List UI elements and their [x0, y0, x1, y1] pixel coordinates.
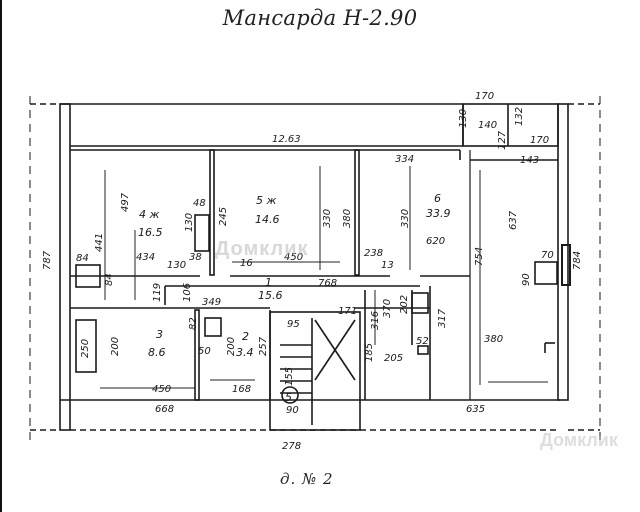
dim-label: 168 — [232, 384, 251, 395]
dim-label: 200 — [226, 337, 237, 356]
dim-label: 185 — [364, 343, 375, 362]
plan-title: Мансарда Н-2.90 — [222, 6, 418, 30]
dim-label: 82 — [188, 317, 199, 330]
dim-label: 13 — [381, 260, 394, 271]
dim-label: 12.63 — [272, 134, 301, 145]
dim-label: 784 — [572, 251, 583, 270]
dim-label: 90 — [521, 273, 532, 286]
wall-5-6 — [354, 149, 360, 276]
dim-label: 84 — [104, 273, 115, 286]
dim-label: 330 — [322, 209, 333, 228]
room-5-number: 5 ж — [256, 194, 276, 207]
dim-label: 132 — [514, 107, 525, 126]
dim-label: 140 — [478, 120, 497, 131]
wall-3-2 — [194, 309, 200, 401]
stair-number: 5 — [285, 391, 292, 404]
plan-footer: д. № 2 — [280, 470, 334, 488]
dim-label: 16 — [240, 258, 253, 269]
room-2-number: 2 — [242, 330, 249, 343]
dim-label: 50 — [198, 346, 211, 357]
dim-label: 48 — [193, 198, 206, 209]
dim-label: 317 — [437, 308, 448, 328]
dim-label: 754 — [474, 247, 485, 266]
dim-label: 245 — [218, 207, 229, 226]
dim-label: 380 — [342, 209, 353, 228]
dim-label: 238 — [364, 248, 383, 259]
dim-label: 143 — [520, 155, 539, 166]
room-6-number: 6 — [434, 192, 441, 205]
watermark-logo: Домклик — [540, 430, 618, 450]
dim-label: 278 — [282, 441, 301, 452]
dim-label: 200 — [110, 337, 121, 356]
dim-label: 787 — [42, 250, 53, 270]
dim-label: 380 — [484, 334, 503, 345]
dim-label: 370 — [382, 299, 393, 318]
dim-label: 170 — [530, 135, 549, 146]
dim-label: 130 — [167, 260, 186, 271]
dim-label: 205 — [384, 353, 403, 364]
dim-label: 330 — [400, 209, 411, 228]
dim-label: 106 — [182, 283, 193, 302]
dim-label: 620 — [426, 236, 445, 247]
room-1-number: 1 — [265, 276, 272, 289]
dim-label: 84 — [76, 253, 89, 264]
dim-label: 637 — [508, 210, 519, 230]
dim-label: 497 — [120, 192, 131, 212]
dim-label: 441 — [94, 233, 105, 252]
dim-label: 52 — [416, 336, 429, 347]
dim-label: 130 — [458, 109, 469, 128]
dim-label: 768 — [318, 278, 337, 289]
east-wall — [557, 103, 569, 401]
dim-label: 434 — [136, 252, 155, 263]
dim-label: 349 — [202, 297, 221, 308]
dim-label: 127 — [497, 130, 508, 150]
dim-label: 130 — [184, 213, 195, 232]
dim-label: 170 — [475, 91, 494, 102]
watermark-logo: Домклик — [215, 238, 309, 260]
room-5-area: 14.6 — [255, 213, 280, 226]
dim-label: 334 — [395, 154, 414, 165]
dim-label: 119 — [152, 283, 163, 302]
room-6-area: 33.9 — [426, 207, 451, 220]
dim-label: 635 — [466, 404, 485, 415]
dim-label: 316 — [370, 311, 381, 330]
dim-label: 250 — [80, 339, 91, 358]
dim-label: 90 — [286, 405, 299, 416]
dim-label: 95 — [287, 319, 300, 330]
dim-label: 171 — [338, 306, 357, 317]
dim-label: 155 — [284, 367, 295, 386]
page-edge-line — [0, 0, 2, 512]
dim-label: 70 — [541, 250, 554, 261]
wall-4-5 — [209, 149, 215, 276]
west-wall — [59, 103, 71, 431]
dim-label: 257 — [258, 336, 269, 356]
dim-label: 202 — [399, 295, 410, 314]
room-1-area: 15.6 — [258, 289, 283, 302]
dim-label: 450 — [152, 384, 171, 395]
room-3-area: 8.6 — [148, 346, 166, 359]
dim-label: 450 — [284, 252, 303, 263]
room-2-area: 3.4 — [236, 346, 254, 359]
room-4-area: 16.5 — [138, 226, 163, 239]
stairwell — [269, 311, 361, 431]
dim-label: 668 — [155, 404, 174, 415]
room-3-number: 3 — [156, 328, 163, 341]
room-4-number: 4 ж — [139, 208, 159, 221]
dim-label: 38 — [189, 252, 202, 263]
